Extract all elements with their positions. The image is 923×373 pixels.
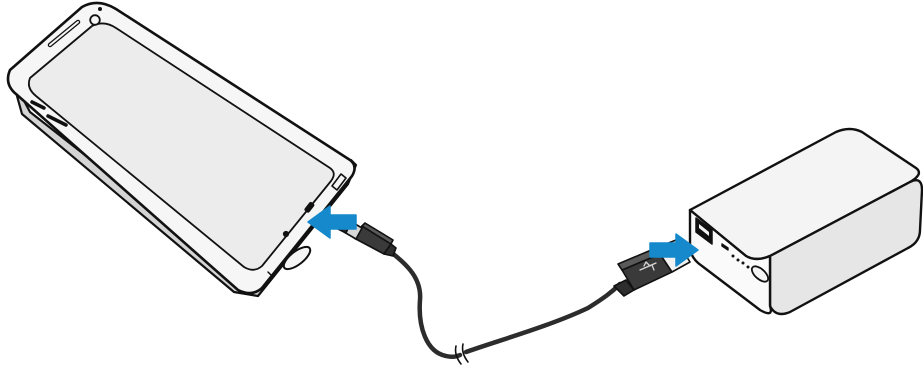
cable-cord [380,243,463,360]
powerbank-power-button [750,265,770,283]
powerbank-micro-usb-port [721,243,729,251]
phone-usb-port [304,201,315,213]
arrow-right-icon [649,233,699,267]
phone-s-pen [331,173,347,191]
powerbank-led-indicators [731,254,750,269]
power-bank [688,127,923,316]
usb-cable [337,219,691,365]
phone-side-buttons [30,100,68,127]
cable-cord-right [463,281,623,355]
arrow-left-icon [307,205,357,239]
front-camera-icon [89,14,101,26]
usb-symbol-icon [639,261,657,271]
smartphone [6,1,358,298]
phone-home-button [282,245,312,271]
cable-break-mark [454,343,469,365]
phone-screen [27,22,335,271]
powerbank-right-face [768,179,923,316]
phone-audio-jack [282,230,290,238]
